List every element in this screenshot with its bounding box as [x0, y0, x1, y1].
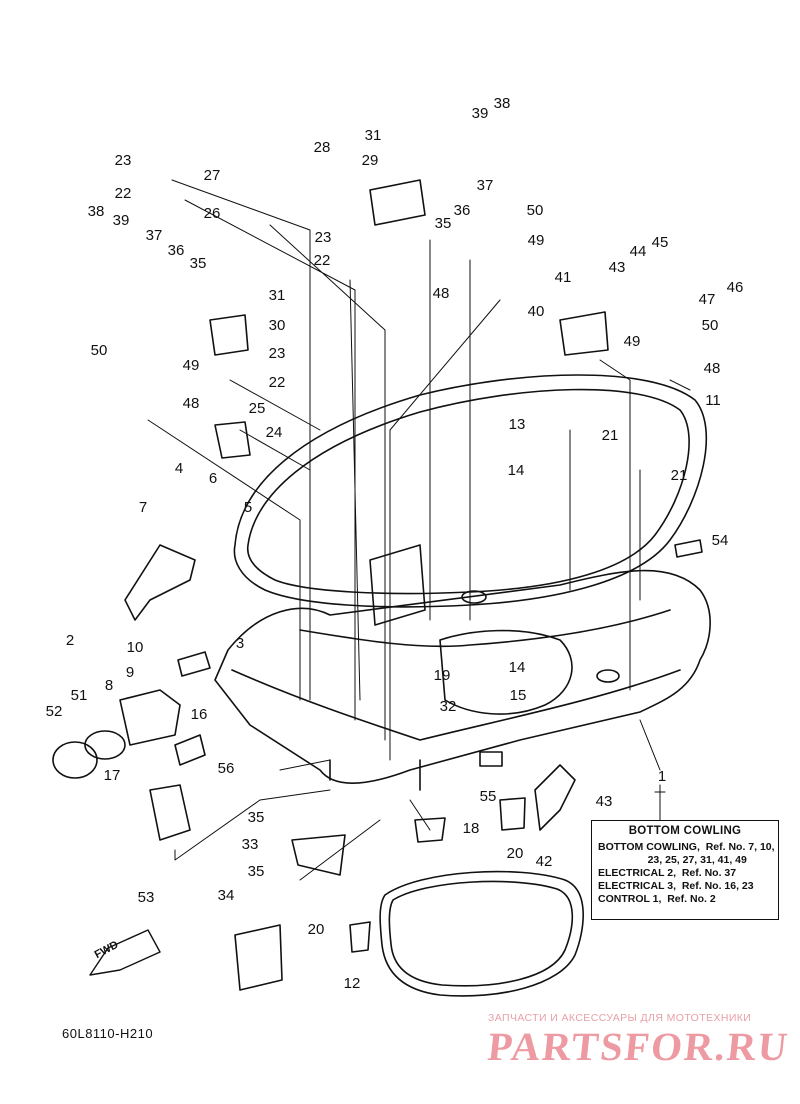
part-callout: 49 [624, 333, 641, 350]
part-callout: 24 [266, 424, 283, 441]
part-callout: 14 [509, 659, 526, 676]
part-callout: 31 [269, 287, 286, 304]
part-callout: 16 [191, 706, 208, 723]
part-callout: 29 [362, 152, 379, 169]
cowling-rim-outer [233, 374, 708, 608]
part-callout: 3 [236, 635, 244, 652]
part-callout: 51 [71, 687, 88, 704]
fwd-arrow-icon [89, 929, 161, 976]
part-callout: 50 [91, 342, 108, 359]
part-callout: 30 [269, 317, 286, 334]
part-callout: 8 [105, 677, 113, 694]
part-callout: 6 [209, 470, 217, 487]
part-callout: 31 [365, 127, 382, 144]
part-callout: 35 [435, 215, 452, 232]
part-callout: 38 [494, 95, 511, 112]
part-callout: 56 [218, 760, 235, 777]
part-callout: 54 [712, 532, 729, 549]
part-callout: 45 [652, 234, 669, 251]
reference-line: CONTROL 1, Ref. No. 2 [598, 893, 716, 905]
reference-title: BOTTOM COWLING [628, 825, 742, 837]
part-callout: 37 [146, 227, 163, 244]
part-callout: 15 [510, 687, 527, 704]
part-callout: 25 [249, 400, 266, 417]
part-callout: 50 [527, 202, 544, 219]
part-callout: 36 [454, 202, 471, 219]
part-callout: 23 [115, 152, 132, 169]
part-callout: 22 [115, 185, 132, 202]
part-callout: 21 [671, 467, 688, 484]
part-callout: 42 [536, 853, 553, 870]
part-callout: 2 [66, 632, 74, 649]
reference-line: BOTTOM COWLING, Ref. No. 7, 10, [598, 841, 775, 853]
part-callout: 28 [314, 139, 331, 156]
watermark-caption: ЗАПЧАСТИ И АКСЕССУАРЫ ДЛЯ МОТОТЕХНИКИ [488, 1012, 752, 1024]
part-callout: 43 [609, 259, 626, 276]
cowling-body [214, 569, 711, 784]
part-callout: 46 [727, 279, 744, 296]
part-callout: 1 [658, 768, 666, 785]
part-callout: 18 [463, 820, 480, 837]
part-callout: 50 [702, 317, 719, 334]
watermark-brand: PARTSFOR.RU [485, 1024, 792, 1069]
reference-line: ELECTRICAL 3, Ref. No. 16, 23 [598, 880, 754, 892]
part-callout: 38 [88, 203, 105, 220]
part-callout: 35 [248, 863, 265, 880]
part-callout: 55 [480, 788, 497, 805]
part-callout: 39 [113, 212, 130, 229]
part-callout: 53 [138, 889, 155, 906]
part-callout: 20 [507, 845, 524, 862]
seal-ring-12 [379, 870, 584, 997]
part-callout: 22 [269, 374, 286, 391]
part-callout: 9 [126, 664, 134, 681]
part-callout: 32 [440, 698, 457, 715]
part-callout: 35 [248, 809, 265, 826]
part-callout: 20 [308, 921, 325, 938]
part-callout: 52 [46, 703, 63, 720]
part-callout: 23 [315, 229, 332, 246]
part-callout: 34 [218, 887, 235, 904]
part-callout: 41 [555, 269, 572, 286]
reference-line: ELECTRICAL 2, Ref. No. 37 [598, 867, 737, 879]
part-callout: 40 [528, 303, 545, 320]
part-callout: 12 [344, 975, 361, 992]
part-callout: 39 [472, 105, 489, 122]
reference-box: BOTTOM COWLING BOTTOM COWLING, Ref. No. … [591, 820, 779, 920]
reference-line: 23, 25, 27, 31, 41, 49 [598, 854, 747, 866]
part-callout: 26 [204, 205, 221, 222]
part-callout: 4 [175, 460, 183, 477]
cowling-seal-inner [246, 388, 690, 595]
part-callout: 13 [509, 416, 526, 433]
part-callout: 49 [183, 357, 200, 374]
part-callout: 49 [528, 232, 545, 249]
part-callout: 23 [269, 345, 286, 362]
part-callout: 21 [602, 427, 619, 444]
part-callout: 48 [704, 360, 721, 377]
part-callout: 35 [190, 255, 207, 272]
part-callout: 36 [168, 242, 185, 259]
part-callout: 47 [699, 291, 716, 308]
part-callout: 44 [630, 243, 647, 260]
part-callout: 19 [434, 667, 451, 684]
part-callout: 48 [183, 395, 200, 412]
part-callout: 48 [433, 285, 450, 302]
part-callout: 7 [139, 499, 147, 516]
part-callout: 37 [477, 177, 494, 194]
part-callout: 14 [508, 462, 525, 479]
part-callout: 10 [127, 639, 144, 656]
diagram-code: 60L8110-H210 [62, 1026, 154, 1041]
part-callout: 11 [705, 392, 721, 409]
part-callout: 17 [104, 767, 121, 784]
part-callout: 33 [242, 836, 259, 853]
part-callout: 22 [314, 252, 331, 269]
part-callout: 43 [596, 793, 613, 810]
part-callout: 27 [204, 167, 221, 184]
part-callout: 5 [244, 499, 252, 516]
